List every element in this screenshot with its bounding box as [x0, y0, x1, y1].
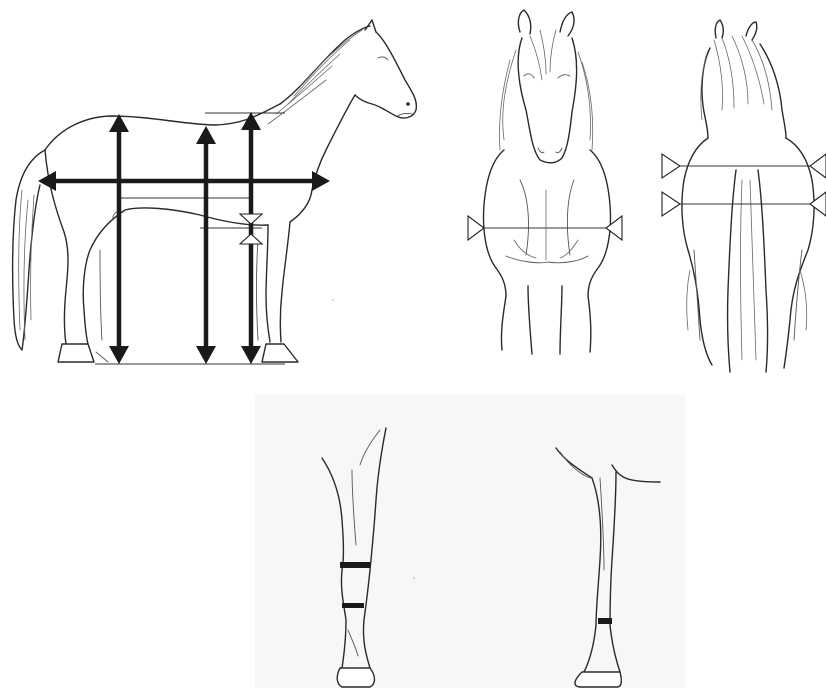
rear-view-horse [682, 20, 814, 372]
fetlock-band [342, 603, 364, 608]
pastern-band [598, 618, 612, 624]
front-hoof [337, 668, 374, 687]
legs-panel-background [255, 395, 685, 688]
front-head [518, 38, 576, 163]
side-hoof [575, 672, 621, 687]
horse-hoof [58, 344, 94, 362]
back-height-arrow [196, 126, 216, 364]
rear-hindquarters [682, 138, 712, 365]
horse-neck-crest [280, 26, 370, 104]
horse-hoof [262, 344, 298, 362]
cannon-band [340, 562, 370, 568]
body-length-arrow [38, 171, 330, 191]
croup-height-arrow [109, 114, 129, 364]
rear-tail [728, 170, 736, 372]
side-view-horse [13, 20, 417, 362]
horse-foreleg-front [280, 222, 290, 342]
front-view-horse [484, 10, 611, 354]
front-chest [484, 150, 507, 296]
rear-head [702, 48, 710, 138]
